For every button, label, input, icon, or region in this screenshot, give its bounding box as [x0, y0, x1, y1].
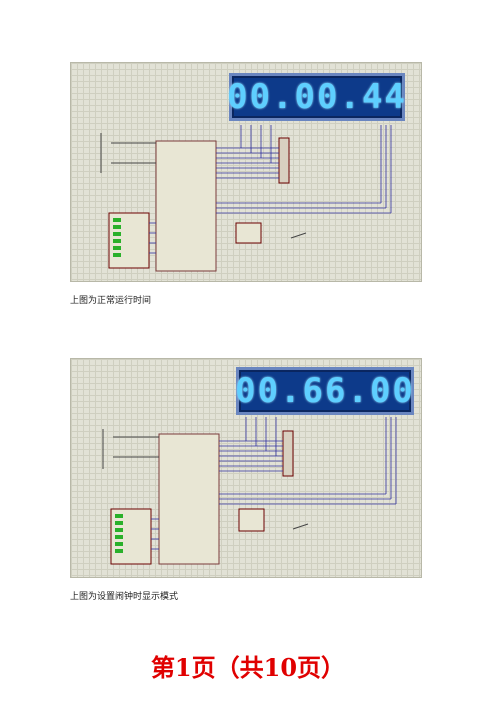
- display-readout: 00.00.44: [227, 77, 407, 117]
- seven-segment-display: 00.00.44: [227, 73, 407, 121]
- schematic-figure-2: 00.66.00: [70, 358, 422, 578]
- circuit-drawing-1: [100, 125, 392, 272]
- page-footer: 第1页（共10页）: [150, 653, 346, 682]
- seven-segment-display: 00.66.00: [235, 367, 415, 415]
- circuit-drawing-2: [102, 417, 397, 565]
- schematic-figure-1: 00.00.44: [70, 62, 422, 282]
- caption-normal-runtime: 上图为正常运行时间: [70, 296, 152, 306]
- caption-alarm-setting-mode: 上图为设置闹钟时显示模式: [70, 592, 179, 602]
- display-readout: 00.66.00: [235, 371, 415, 411]
